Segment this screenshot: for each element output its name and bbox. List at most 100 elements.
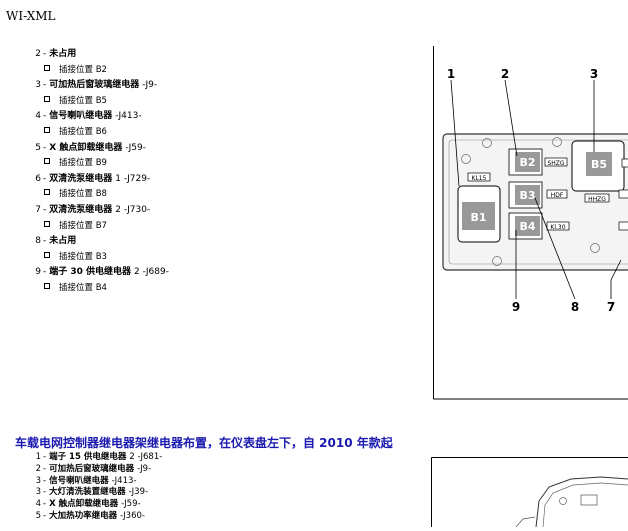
mount-hole <box>492 256 502 266</box>
list-subitem: 插接位置 B2 <box>30 63 420 79</box>
item-code: -J413- <box>115 111 142 122</box>
item-dash: - <box>43 452 47 462</box>
slot-position: 插接位置 B9 <box>59 158 107 169</box>
list-subitem: 插接位置 B8 <box>30 187 420 203</box>
mount-hole <box>590 243 600 253</box>
bullet-icon <box>44 158 50 165</box>
leader-line <box>610 259 622 299</box>
list-item: 4-信号喇叭继电器-J413- <box>30 109 420 125</box>
list-item: 3-大灯清洗装置继电器-J39- <box>30 487 425 499</box>
item-name: X 触点卸载继电器 <box>49 142 123 153</box>
item-number: 6 <box>35 173 41 184</box>
item-number: 8 <box>35 236 41 247</box>
housing-detail <box>580 494 598 506</box>
bullet-icon <box>44 189 50 196</box>
tag-box <box>618 189 628 199</box>
slot-position: 插接位置 B7 <box>59 220 107 231</box>
housing-detail <box>515 516 536 528</box>
tag-box <box>618 221 628 231</box>
callout-9: 9 <box>512 300 520 314</box>
housing-inner-edge <box>448 139 628 265</box>
item-name: 信号喇叭继电器 <box>49 111 113 122</box>
item-number: 9 <box>35 267 41 278</box>
relay-carrier-diagram: B1 KL15 B2 SHZG B3 HDF B4 Kl.30 B5 HHZG … <box>433 46 628 400</box>
item-code: 2 -J730- <box>115 204 151 215</box>
item-code: -J59- <box>125 142 146 153</box>
item-dash: - <box>43 80 47 91</box>
list-subitem: 插接位置 B9 <box>30 156 420 172</box>
mount-hole <box>482 138 492 148</box>
list-item: 4-X 触点卸载继电器-J59- <box>30 499 425 511</box>
item-dash: - <box>43 487 47 498</box>
bullet-icon <box>44 95 50 102</box>
item-number: 2 <box>35 463 41 474</box>
relay-slot-b5 <box>586 152 612 176</box>
tag-box <box>584 193 610 203</box>
mount-hole <box>552 137 562 147</box>
item-number: 3 <box>35 80 41 91</box>
relay-slot-b4 <box>515 216 540 236</box>
item-name: 未占用 <box>49 236 77 247</box>
item-name: 大加热功率继电器 <box>49 510 118 521</box>
item-number: 3 <box>35 475 41 486</box>
item-name: 可加热后窗玻璃继电器 <box>49 463 135 474</box>
housing-outline <box>535 476 628 528</box>
app-title: WI-XML <box>6 9 56 23</box>
item-dash: - <box>43 475 47 486</box>
item-code: -J413- <box>111 475 137 486</box>
leader-line <box>534 197 576 300</box>
item-name: 双清洗泵继电器 <box>49 204 113 215</box>
list-item: 8-未占用 <box>30 234 420 250</box>
item-dash: - <box>43 142 47 153</box>
item-name: 可加热后窗玻璃继电器 <box>49 80 140 91</box>
item-name: 大灯清洗装置继电器 <box>49 487 126 498</box>
callout-2: 2 <box>501 67 509 81</box>
list-subitem: 插接位置 B4 <box>30 281 420 297</box>
bullet-icon <box>44 282 50 289</box>
slot-position: 插接位置 B6 <box>59 126 107 137</box>
slot-label-b5: B5 <box>591 158 607 171</box>
relay-slot-b1 <box>462 202 495 230</box>
item-name: 信号喇叭继电器 <box>49 475 109 486</box>
callout-1: 1 <box>447 67 455 81</box>
tag-box <box>546 189 568 199</box>
item-code: -J9- <box>142 80 158 91</box>
callout-8: 8 <box>571 300 579 314</box>
item-code: 1 -J729- <box>115 173 151 184</box>
item-dash: - <box>43 49 47 59</box>
tag-kl30: Kl.30 <box>550 224 565 231</box>
list-subitem: 插接位置 B6 <box>30 125 420 141</box>
leader-line <box>504 79 518 157</box>
bullet-icon <box>44 126 50 133</box>
tag-box <box>546 221 570 231</box>
mount-hole <box>461 154 471 164</box>
item-code: -J39- <box>128 487 149 498</box>
slot-position: 插接位置 B3 <box>59 251 107 262</box>
bullet-icon <box>44 251 50 258</box>
callout-3: 3 <box>590 67 598 81</box>
housing-inner-outline <box>542 482 628 528</box>
item-name: X 触点卸载继电器 <box>49 499 119 510</box>
item-code: -J360- <box>120 510 145 521</box>
relay-slot-b3 <box>515 185 540 205</box>
slot-position: 插接位置 B4 <box>59 282 107 293</box>
list-item: 3-可加热后窗玻璃继电器-J9- <box>30 78 420 94</box>
list-subitem: 插接位置 B7 <box>30 219 420 235</box>
item-dash: - <box>43 204 47 215</box>
item-code: 2 -J681- <box>129 452 163 462</box>
item-code: -J9- <box>137 463 152 474</box>
slot-position: 插接位置 B8 <box>59 189 107 200</box>
callout-7: 7 <box>607 300 615 314</box>
item-number: 7 <box>35 204 41 215</box>
list-subitem: 插接位置 B5 <box>30 94 420 110</box>
relay-slot-b2 <box>515 152 540 172</box>
item-dash: - <box>43 510 47 521</box>
item-code: 2 -J689- <box>134 267 169 278</box>
bullet-icon <box>44 64 50 71</box>
list-subitem: 插接位置 B3 <box>30 250 420 266</box>
item-name: 端子 15 供电继电器 <box>49 452 127 462</box>
item-dash: - <box>43 236 47 247</box>
